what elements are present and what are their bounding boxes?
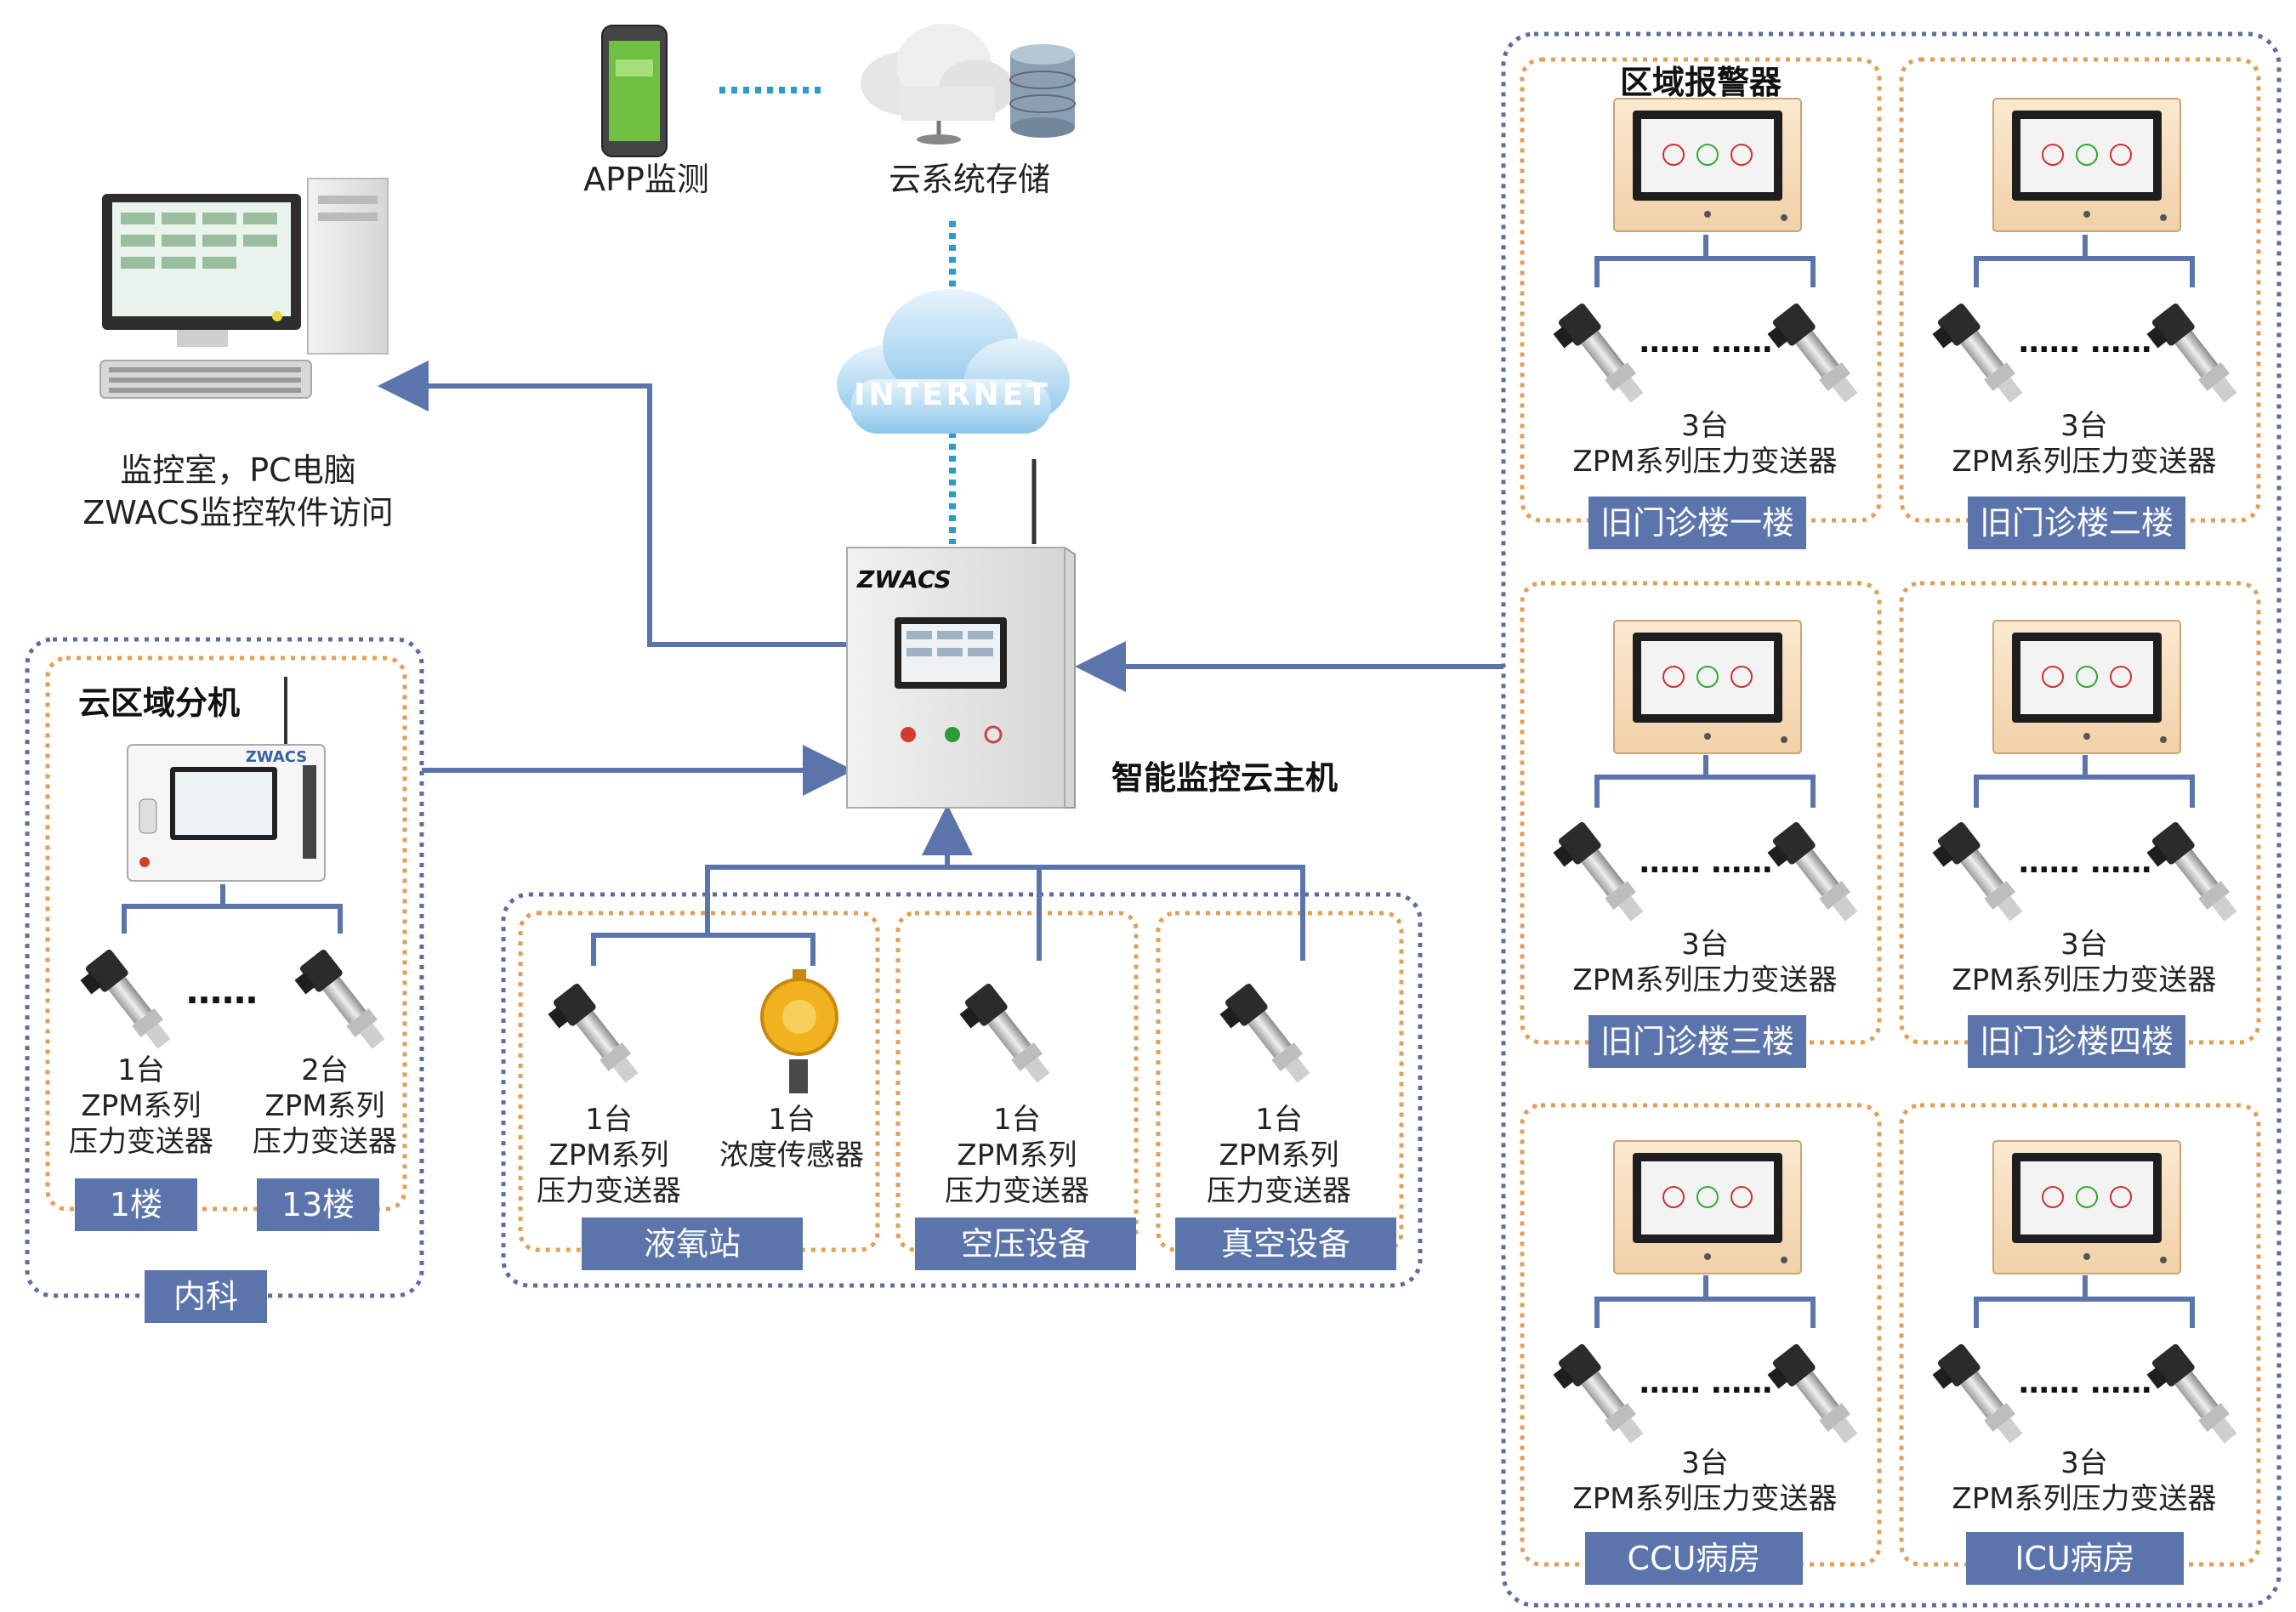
- left-sensor-2-count: 2台: [301, 1053, 349, 1087]
- left-sensor-2-model: ZPM系列: [264, 1089, 385, 1123]
- bottom-zone-border: [501, 892, 1423, 1288]
- bottom-sensor-1-icon: [543, 982, 645, 1094]
- bottom-g3-count: 1台: [1255, 1103, 1303, 1137]
- left-sensor-1-model: ZPM系列: [81, 1089, 202, 1123]
- host-cabinet-icon: [846, 459, 1076, 809]
- app-label: APP监测: [583, 161, 709, 198]
- host-brand: ZWACS: [857, 565, 952, 593]
- rp5-desc: ZPM系列压力变送器: [1572, 1482, 1838, 1516]
- bottom-g2-type: 压力变送器: [945, 1174, 1089, 1208]
- gas-sensor-icon: [760, 969, 838, 1093]
- pc-computer-icon: [99, 178, 389, 399]
- tag-rp6[interactable]: ICU病房: [1966, 1532, 2184, 1585]
- tag-rp4[interactable]: 旧门诊楼四楼: [1968, 1015, 2185, 1068]
- tag-rp5[interactable]: CCU病房: [1585, 1532, 1803, 1585]
- left-zone-inner-border: [45, 656, 407, 1212]
- pc-caption-2: ZWACS监控软件访问: [82, 494, 394, 531]
- left-zone-border: [25, 637, 424, 1298]
- right-zone-title: 区域报警器: [1619, 64, 1782, 101]
- left-sensor-2-icon: [290, 948, 391, 1060]
- rp3-count: 3台: [1681, 928, 1729, 962]
- bottom-g1-s1-type: 压力变送器: [537, 1174, 681, 1208]
- tag-13f[interactable]: 13楼: [257, 1178, 379, 1231]
- bottom-g1-s1-count: 1台: [585, 1103, 633, 1137]
- sub-host-brand: ZWACS: [245, 748, 308, 766]
- bottom-g2-count: 1台: [993, 1103, 1041, 1137]
- bottom-group-1-bracket: [591, 933, 816, 966]
- left-zone-title: 云区域分机: [78, 684, 241, 722]
- cloud-storage-label: 云系统存储: [888, 161, 1050, 198]
- left-sensor-1-icon: [76, 948, 177, 1060]
- rp6-desc: ZPM系列压力变送器: [1952, 1482, 2217, 1516]
- cloud-storage-icon: [861, 24, 1076, 145]
- pc-caption-1: 监控室，PC电脑: [120, 451, 356, 489]
- rp1-count: 3台: [1681, 409, 1729, 443]
- tag-rp2[interactable]: 旧门诊楼二楼: [1968, 497, 2185, 549]
- left-sensor-1-type: 压力变送器: [69, 1125, 213, 1159]
- bottom-g1-s2-type: 浓度传感器: [719, 1138, 864, 1172]
- rp6-dots: …… ……: [2018, 1365, 2152, 1400]
- rp2-count: 3台: [2060, 409, 2108, 443]
- tag-1f[interactable]: 1楼: [75, 1178, 197, 1231]
- sub-host-icon: [127, 677, 326, 882]
- rp6-count: 3台: [2060, 1446, 2108, 1480]
- rp5-count: 3台: [1681, 1446, 1729, 1480]
- rp4-desc: ZPM系列压力变送器: [1952, 963, 2217, 997]
- bottom-sensor-3-icon: [1215, 982, 1316, 1094]
- rp3-dots: …… ……: [1639, 845, 1773, 880]
- rp3-desc: ZPM系列压力变送器: [1572, 963, 1838, 997]
- internet-label: INTERNET: [854, 377, 1051, 412]
- rp1-dots: …… ……: [1639, 325, 1773, 360]
- left-zone-dots: ……: [186, 970, 258, 1012]
- bottom-sensor-2-icon: [955, 982, 1056, 1094]
- host-label: 智能监控云主机: [1111, 759, 1338, 797]
- bottom-g1-s2-count: 1台: [768, 1103, 816, 1137]
- bottom-group-2-border: [895, 911, 1139, 1252]
- internet-cloud-icon: [837, 289, 1070, 434]
- tag-compressed-air[interactable]: 空压设备: [915, 1218, 1136, 1270]
- rp4-count: 3台: [2060, 928, 2108, 962]
- tag-internal-medicine[interactable]: 内科: [145, 1270, 267, 1323]
- rp4-dots: …… ……: [2018, 845, 2152, 880]
- bottom-g3-type: 压力变送器: [1207, 1174, 1351, 1208]
- left-sensor-1-count: 1台: [117, 1053, 165, 1087]
- left-sensor-2-type: 压力变送器: [253, 1125, 397, 1159]
- phone-icon: [601, 25, 668, 157]
- tag-rp1[interactable]: 旧门诊楼一楼: [1588, 497, 1806, 549]
- right-zone-border: [1501, 31, 2282, 1608]
- right-brackets: [1594, 235, 2195, 1328]
- left-zone-bracket: [122, 904, 343, 934]
- rp2-desc: ZPM系列压力变送器: [1952, 445, 2217, 479]
- bottom-g1-s1-model: ZPM系列: [548, 1138, 669, 1172]
- rp5-dots: …… ……: [1639, 1365, 1773, 1400]
- rp2-dots: …… ……: [2018, 325, 2152, 360]
- rp1-desc: ZPM系列压力变送器: [1572, 445, 1838, 479]
- tag-rp3[interactable]: 旧门诊楼三楼: [1588, 1015, 1806, 1068]
- bottom-bus-line: [705, 865, 1305, 961]
- tag-vacuum[interactable]: 真空设备: [1175, 1218, 1396, 1270]
- bottom-g3-model: ZPM系列: [1219, 1138, 1339, 1172]
- host-to-pc-arrow: [378, 360, 847, 647]
- bottom-g2-model: ZPM系列: [957, 1138, 1077, 1172]
- tag-liquid-oxygen[interactable]: 液氧站: [582, 1218, 803, 1270]
- bottom-group-3-border: [1156, 911, 1404, 1252]
